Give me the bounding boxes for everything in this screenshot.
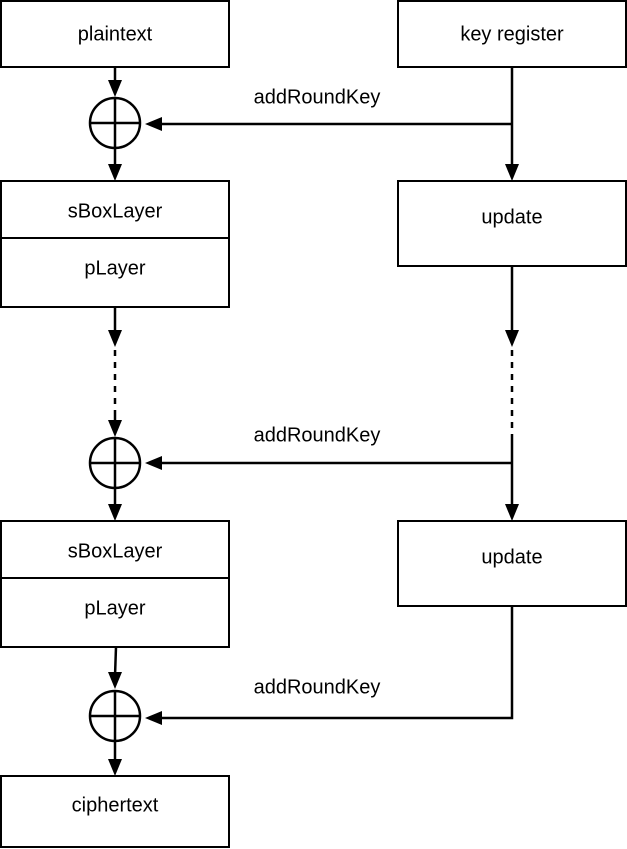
xor-icon-1 — [88, 96, 142, 150]
key-register-box: key register — [397, 0, 627, 68]
player-label-2: pLayer — [84, 597, 145, 619]
round-box-1: sBoxLayer pLayer — [0, 180, 230, 308]
add-round-key-label-3: addRoundKey — [254, 676, 381, 698]
sboxlayer-label-1: sBoxLayer — [68, 200, 163, 222]
xor-icon-3 — [88, 689, 142, 743]
player-label-1: pLayer — [84, 257, 145, 279]
ciphertext-label: ciphertext — [72, 794, 159, 816]
sboxlayer-label-2: sBoxLayer — [68, 540, 163, 562]
update-label-2: update — [481, 546, 542, 568]
ciphertext-box: ciphertext — [0, 775, 230, 848]
update-box-2: update — [397, 520, 627, 607]
add-round-key-arrow-2: addRoundKey — [145, 424, 512, 470]
add-round-key-arrow-1: addRoundKey — [145, 86, 512, 131]
add-round-key-label-3-group: addRoundKey — [254, 676, 381, 698]
update-box-1: update — [397, 180, 627, 267]
key-register-label: key register — [460, 23, 564, 45]
left-flow-arrows — [108, 67, 122, 776]
round-box-2: sBoxLayer pLayer — [0, 520, 230, 648]
plaintext-label: plaintext — [78, 23, 153, 45]
xor-icon-2 — [88, 436, 142, 490]
add-round-key-label-1: addRoundKey — [254, 86, 381, 108]
right-flow-arrows — [145, 67, 519, 725]
plaintext-box: plaintext — [0, 0, 230, 68]
add-round-key-label-2: addRoundKey — [254, 424, 381, 446]
update-label-1: update — [481, 206, 542, 228]
